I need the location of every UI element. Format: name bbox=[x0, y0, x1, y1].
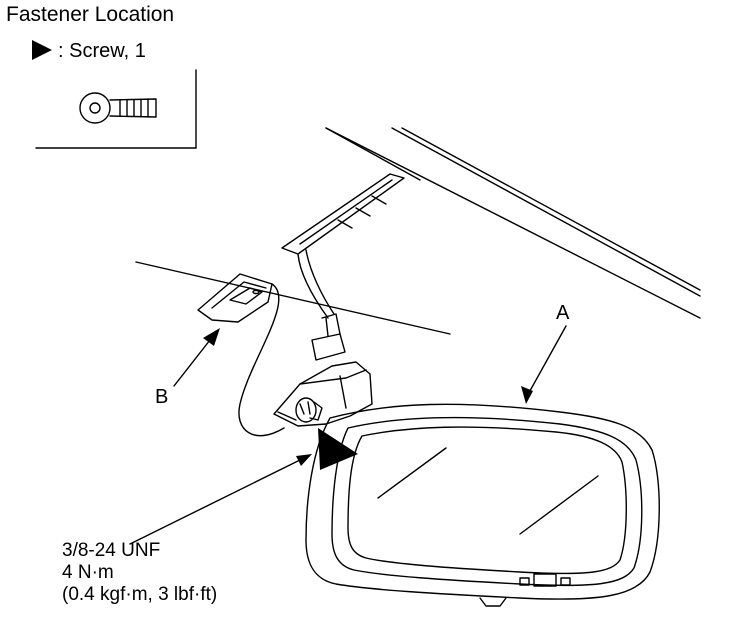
fastener-legend: : Screw, 1 bbox=[32, 40, 146, 63]
headliner-line bbox=[135, 261, 451, 335]
arrowhead-spec bbox=[296, 454, 312, 466]
screw-location-triangle-icon bbox=[318, 428, 358, 470]
spec-thread: 3/8-24 UNF bbox=[62, 540, 161, 561]
spec-torque-alt: (0.4 kgf·m, 3 lbf·ft) bbox=[62, 584, 218, 605]
leader-b bbox=[173, 339, 211, 387]
arrowhead-b bbox=[203, 328, 220, 346]
harness-rail bbox=[281, 173, 405, 319]
screw-icon bbox=[79, 92, 157, 124]
page-title: Fastener Location bbox=[6, 3, 175, 26]
rear-view-mirror bbox=[305, 403, 660, 607]
callout-a: A bbox=[556, 302, 570, 324]
windshield-lines bbox=[325, 127, 701, 319]
leader-spec bbox=[129, 457, 305, 545]
leader-a bbox=[525, 325, 567, 399]
bracket-b bbox=[197, 273, 273, 323]
connector bbox=[311, 313, 346, 361]
spec-torque-nm: 4 N·m bbox=[62, 562, 114, 583]
callout-b: B bbox=[155, 386, 169, 408]
legend-text: : Screw, 1 bbox=[58, 40, 146, 62]
mount-screw bbox=[295, 397, 323, 423]
torque-spec: 3/8-24 UNF 4 N·m (0.4 kgf·m, 3 lbf·ft) bbox=[62, 540, 217, 606]
legend-box bbox=[35, 69, 197, 149]
mirror-mount bbox=[273, 361, 373, 427]
arrowhead-a bbox=[521, 386, 533, 404]
cable-loop bbox=[238, 283, 285, 437]
screw-triangle-icon bbox=[32, 40, 52, 60]
